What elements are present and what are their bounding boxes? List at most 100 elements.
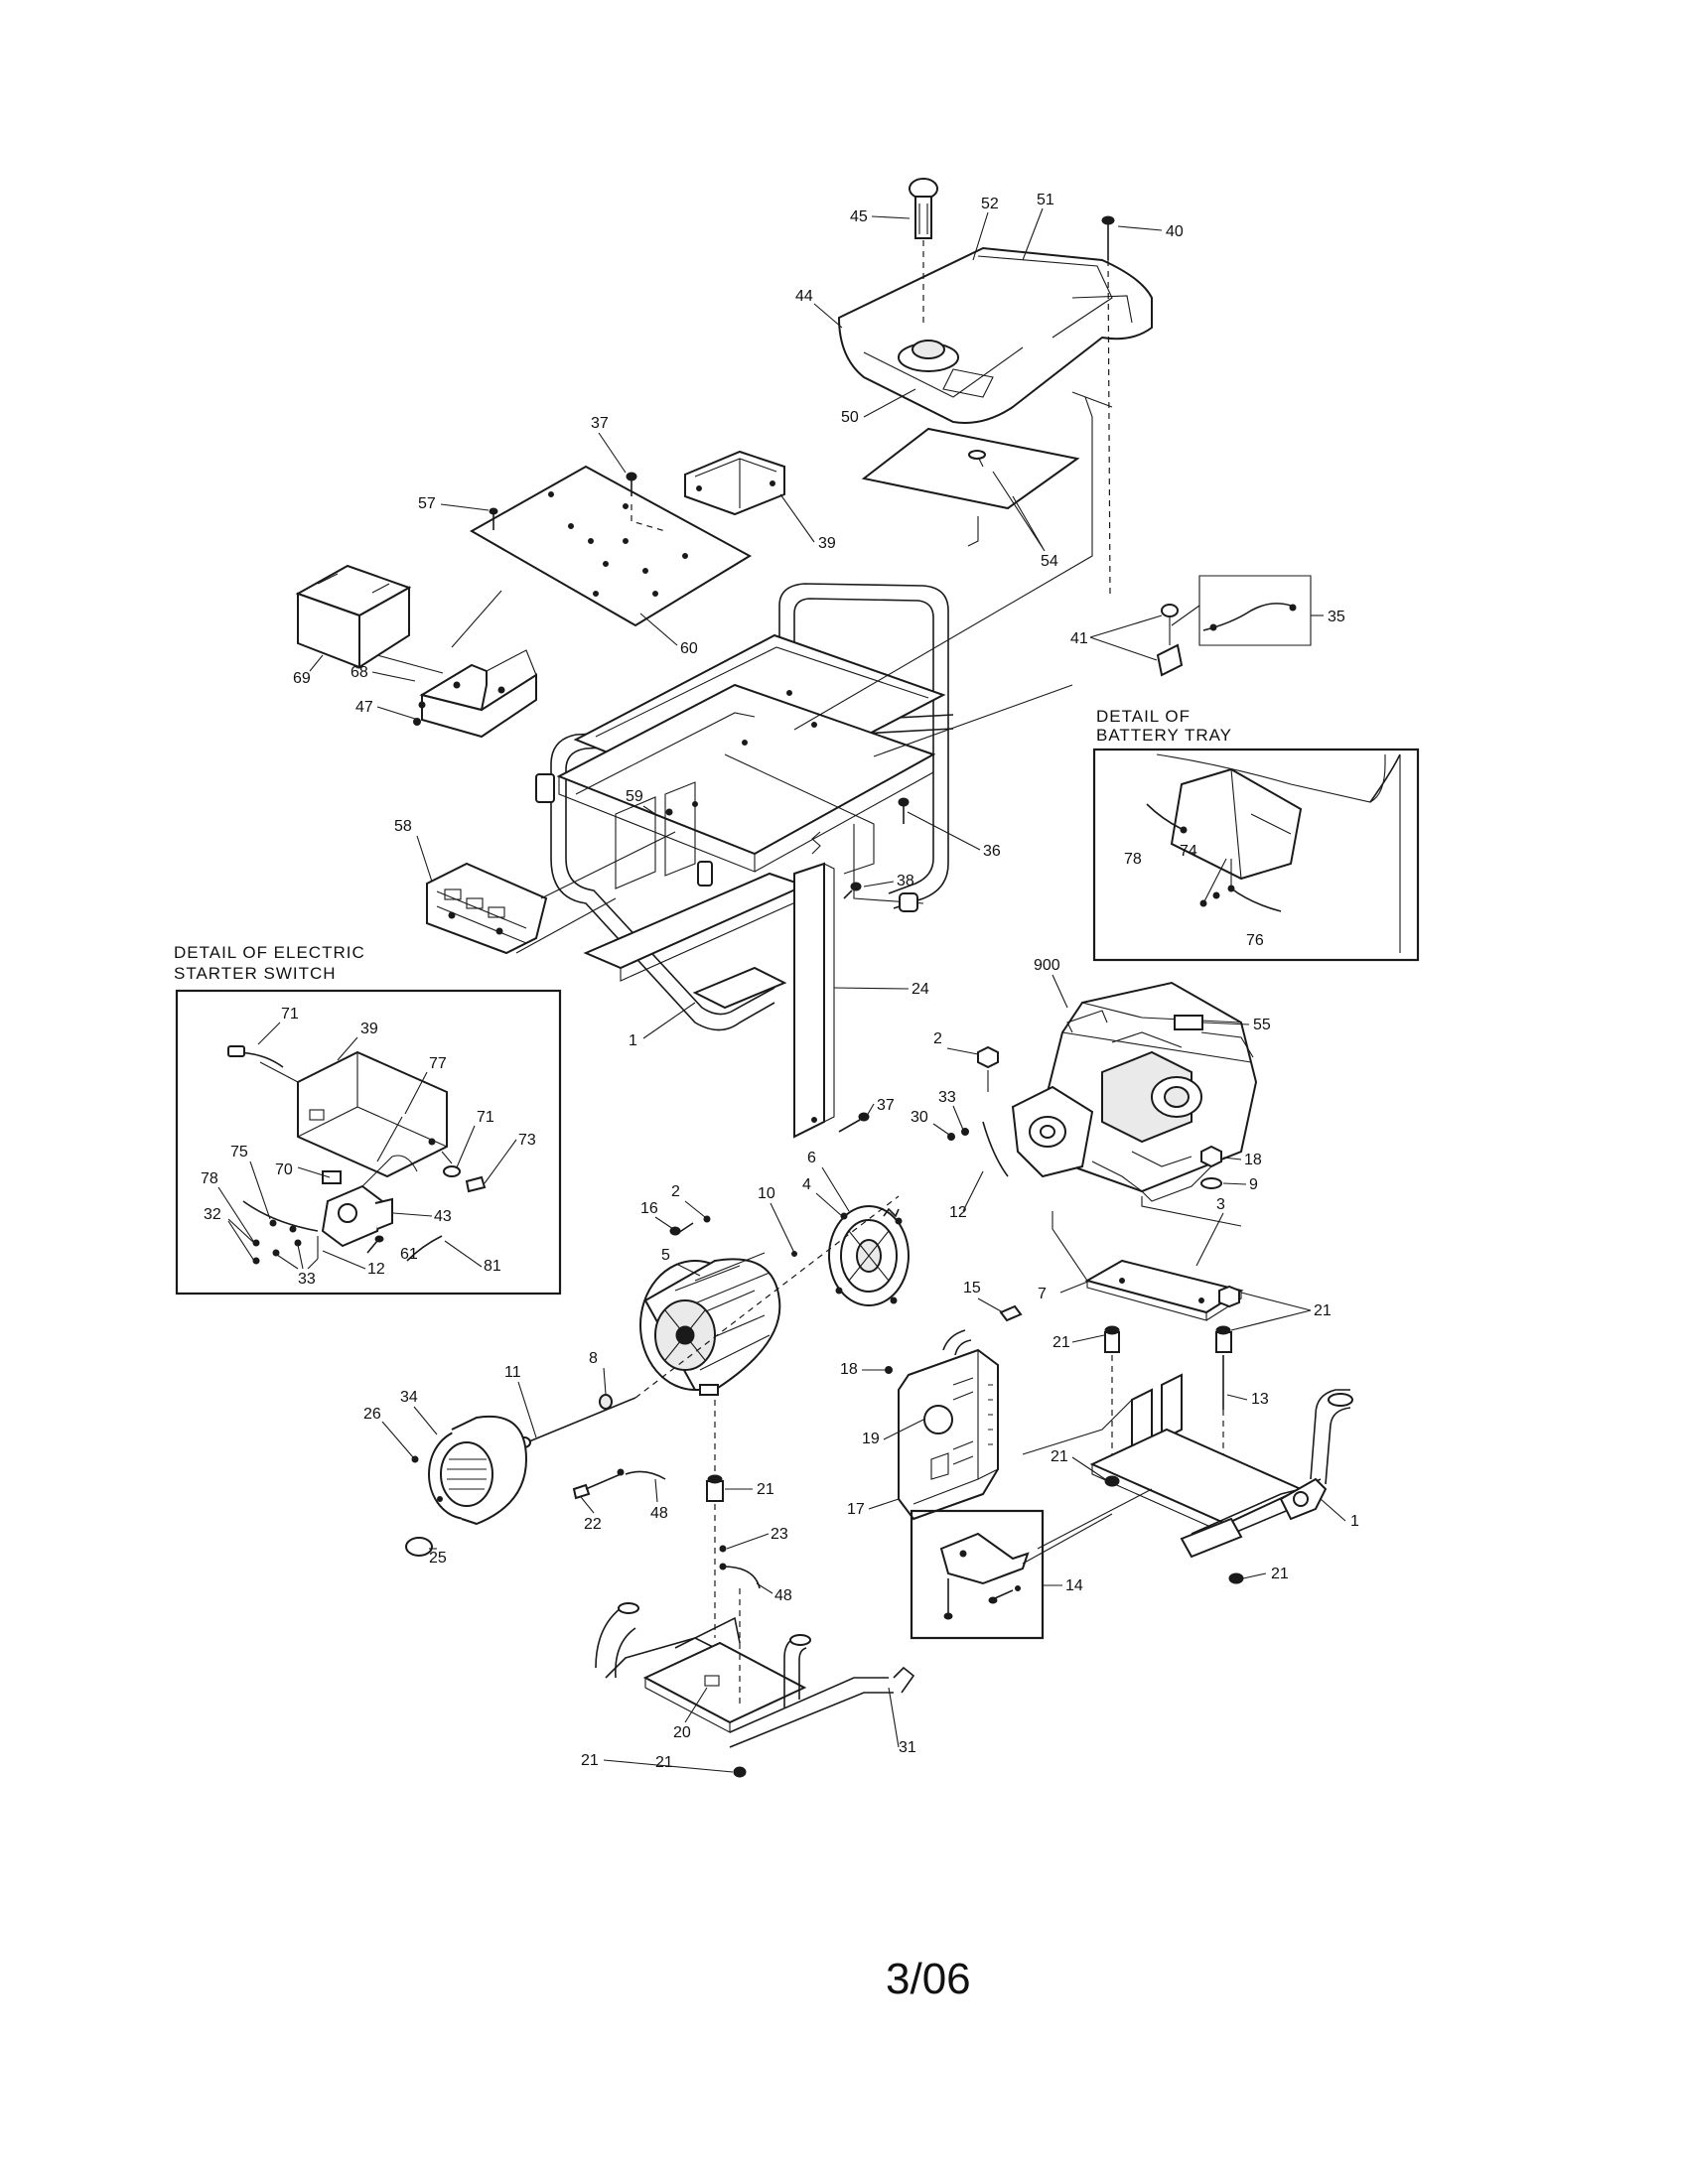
callout-21-cradle: 21 <box>655 1754 673 1771</box>
engine-label <box>1174 1015 1203 1030</box>
callout-3: 3 <box>1216 1196 1225 1213</box>
alternator-stator-rotor <box>639 1252 781 1484</box>
callout-11: 11 <box>504 1364 521 1381</box>
callout-7: 7 <box>1038 1286 1047 1302</box>
callout-12: 12 <box>949 1204 967 1221</box>
callout-21-low: 21 <box>1051 1448 1068 1465</box>
callout-60: 60 <box>680 640 698 657</box>
callout-73: 73 <box>518 1132 536 1149</box>
callout-75: 75 <box>230 1144 248 1160</box>
callout-74: 74 <box>1180 843 1197 860</box>
fuel-line <box>1171 575 1312 646</box>
callout-81: 81 <box>484 1258 501 1275</box>
callout-19: 19 <box>862 1431 880 1447</box>
callout-900: 900 <box>1034 957 1060 974</box>
alternator-isolator <box>706 1474 724 1638</box>
callout-37-top: 37 <box>591 415 609 432</box>
nut-2 <box>977 1045 999 1069</box>
ground-screw-wire <box>719 1545 761 1589</box>
tank-pad <box>861 427 1080 547</box>
callout-78-starter: 78 <box>201 1170 218 1187</box>
callout-40: 40 <box>1166 223 1184 240</box>
battery-tray-title-2: BATTERY TRAY <box>1096 726 1232 745</box>
callout-4: 4 <box>802 1176 811 1193</box>
callout-1-frame: 1 <box>629 1032 637 1049</box>
detail-starter-switch <box>175 989 562 1296</box>
fuel-valve <box>1156 604 1184 677</box>
isolator-mounts <box>1104 1285 1244 1584</box>
callout-31: 31 <box>899 1739 916 1756</box>
callout-51: 51 <box>1037 192 1054 208</box>
callout-38: 38 <box>897 873 914 889</box>
callout-32: 32 <box>204 1206 221 1223</box>
callout-15: 15 <box>963 1280 981 1297</box>
callout-21-alt: 21 <box>757 1481 774 1498</box>
callout-13: 13 <box>1251 1391 1269 1408</box>
callout-68: 68 <box>351 664 368 681</box>
fuel-cap <box>909 178 938 328</box>
callout-52: 52 <box>981 196 999 212</box>
callout-22: 22 <box>584 1516 602 1533</box>
callout-21-bottom: 21 <box>581 1752 599 1769</box>
bolt-16 <box>669 1215 711 1236</box>
callout-1-rail: 1 <box>1350 1513 1359 1530</box>
tank-bolt <box>1101 215 1115 597</box>
panel-plate <box>469 465 753 627</box>
callout-9: 9 <box>1249 1176 1258 1193</box>
callout-17: 17 <box>847 1501 865 1518</box>
starter-bracket <box>684 450 785 516</box>
callout-30: 30 <box>911 1109 928 1126</box>
callout-37-bottom: 37 <box>877 1097 895 1114</box>
callout-14: 14 <box>1065 1577 1083 1594</box>
callout-35: 35 <box>1328 609 1345 625</box>
callout-61: 61 <box>400 1246 418 1263</box>
callout-18-muffler: 18 <box>840 1361 858 1378</box>
callout-33: 33 <box>938 1089 956 1106</box>
callout-43: 43 <box>434 1208 452 1225</box>
callout-57: 57 <box>418 495 436 512</box>
fuel-tank <box>837 246 1153 424</box>
screw-26 <box>411 1455 419 1463</box>
callout-69: 69 <box>293 670 311 687</box>
callout-55: 55 <box>1253 1017 1271 1033</box>
bearing-carrier <box>828 1205 910 1306</box>
battery-tray-title-1: DETAIL OF <box>1096 707 1191 726</box>
callout-20: 20 <box>673 1724 691 1741</box>
main-frame <box>535 583 954 1031</box>
leader-lines <box>309 207 1346 1773</box>
isolator-bottom <box>733 1766 747 1778</box>
screw-37-lower <box>838 1112 870 1133</box>
rear-cover <box>428 1415 528 1526</box>
callout-18-engine: 18 <box>1244 1152 1262 1168</box>
rear-frame-rail <box>1022 1373 1353 1559</box>
battery-tray <box>413 649 537 739</box>
starter-switch-title-2: STARTER SWITCH <box>174 964 337 983</box>
callout-26: 26 <box>363 1406 381 1423</box>
callout-8: 8 <box>589 1350 598 1367</box>
callout-21-rail: 21 <box>1271 1566 1289 1582</box>
callout-41: 41 <box>1070 630 1088 647</box>
callout-70: 70 <box>275 1161 293 1178</box>
callout-6: 6 <box>807 1150 816 1166</box>
callout-76: 76 <box>1246 932 1264 949</box>
callout-36: 36 <box>983 843 1001 860</box>
support-bracket <box>793 831 835 1139</box>
callout-24: 24 <box>912 981 929 998</box>
washer-9 <box>1200 1177 1222 1189</box>
screw-37 <box>626 472 637 496</box>
brush-holder <box>572 1468 666 1500</box>
callout-50: 50 <box>841 409 859 426</box>
front-cradle <box>595 1588 915 1748</box>
callout-39: 39 <box>818 535 836 552</box>
cover-cap-25 <box>405 1537 433 1557</box>
callout-12-detail: 12 <box>367 1261 385 1278</box>
callout-labels: 45 52 51 40 44 50 54 37 39 57 60 69 68 4… <box>293 192 1359 1771</box>
screw-38 <box>843 882 862 899</box>
callout-78-battery: 78 <box>1124 851 1142 868</box>
callout-23: 23 <box>771 1526 788 1543</box>
gasket-15 <box>999 1304 1023 1322</box>
callout-25: 25 <box>429 1550 447 1567</box>
callout-48-lower: 48 <box>774 1587 792 1604</box>
callout-39-detail: 39 <box>360 1021 378 1037</box>
callout-44: 44 <box>795 288 813 305</box>
